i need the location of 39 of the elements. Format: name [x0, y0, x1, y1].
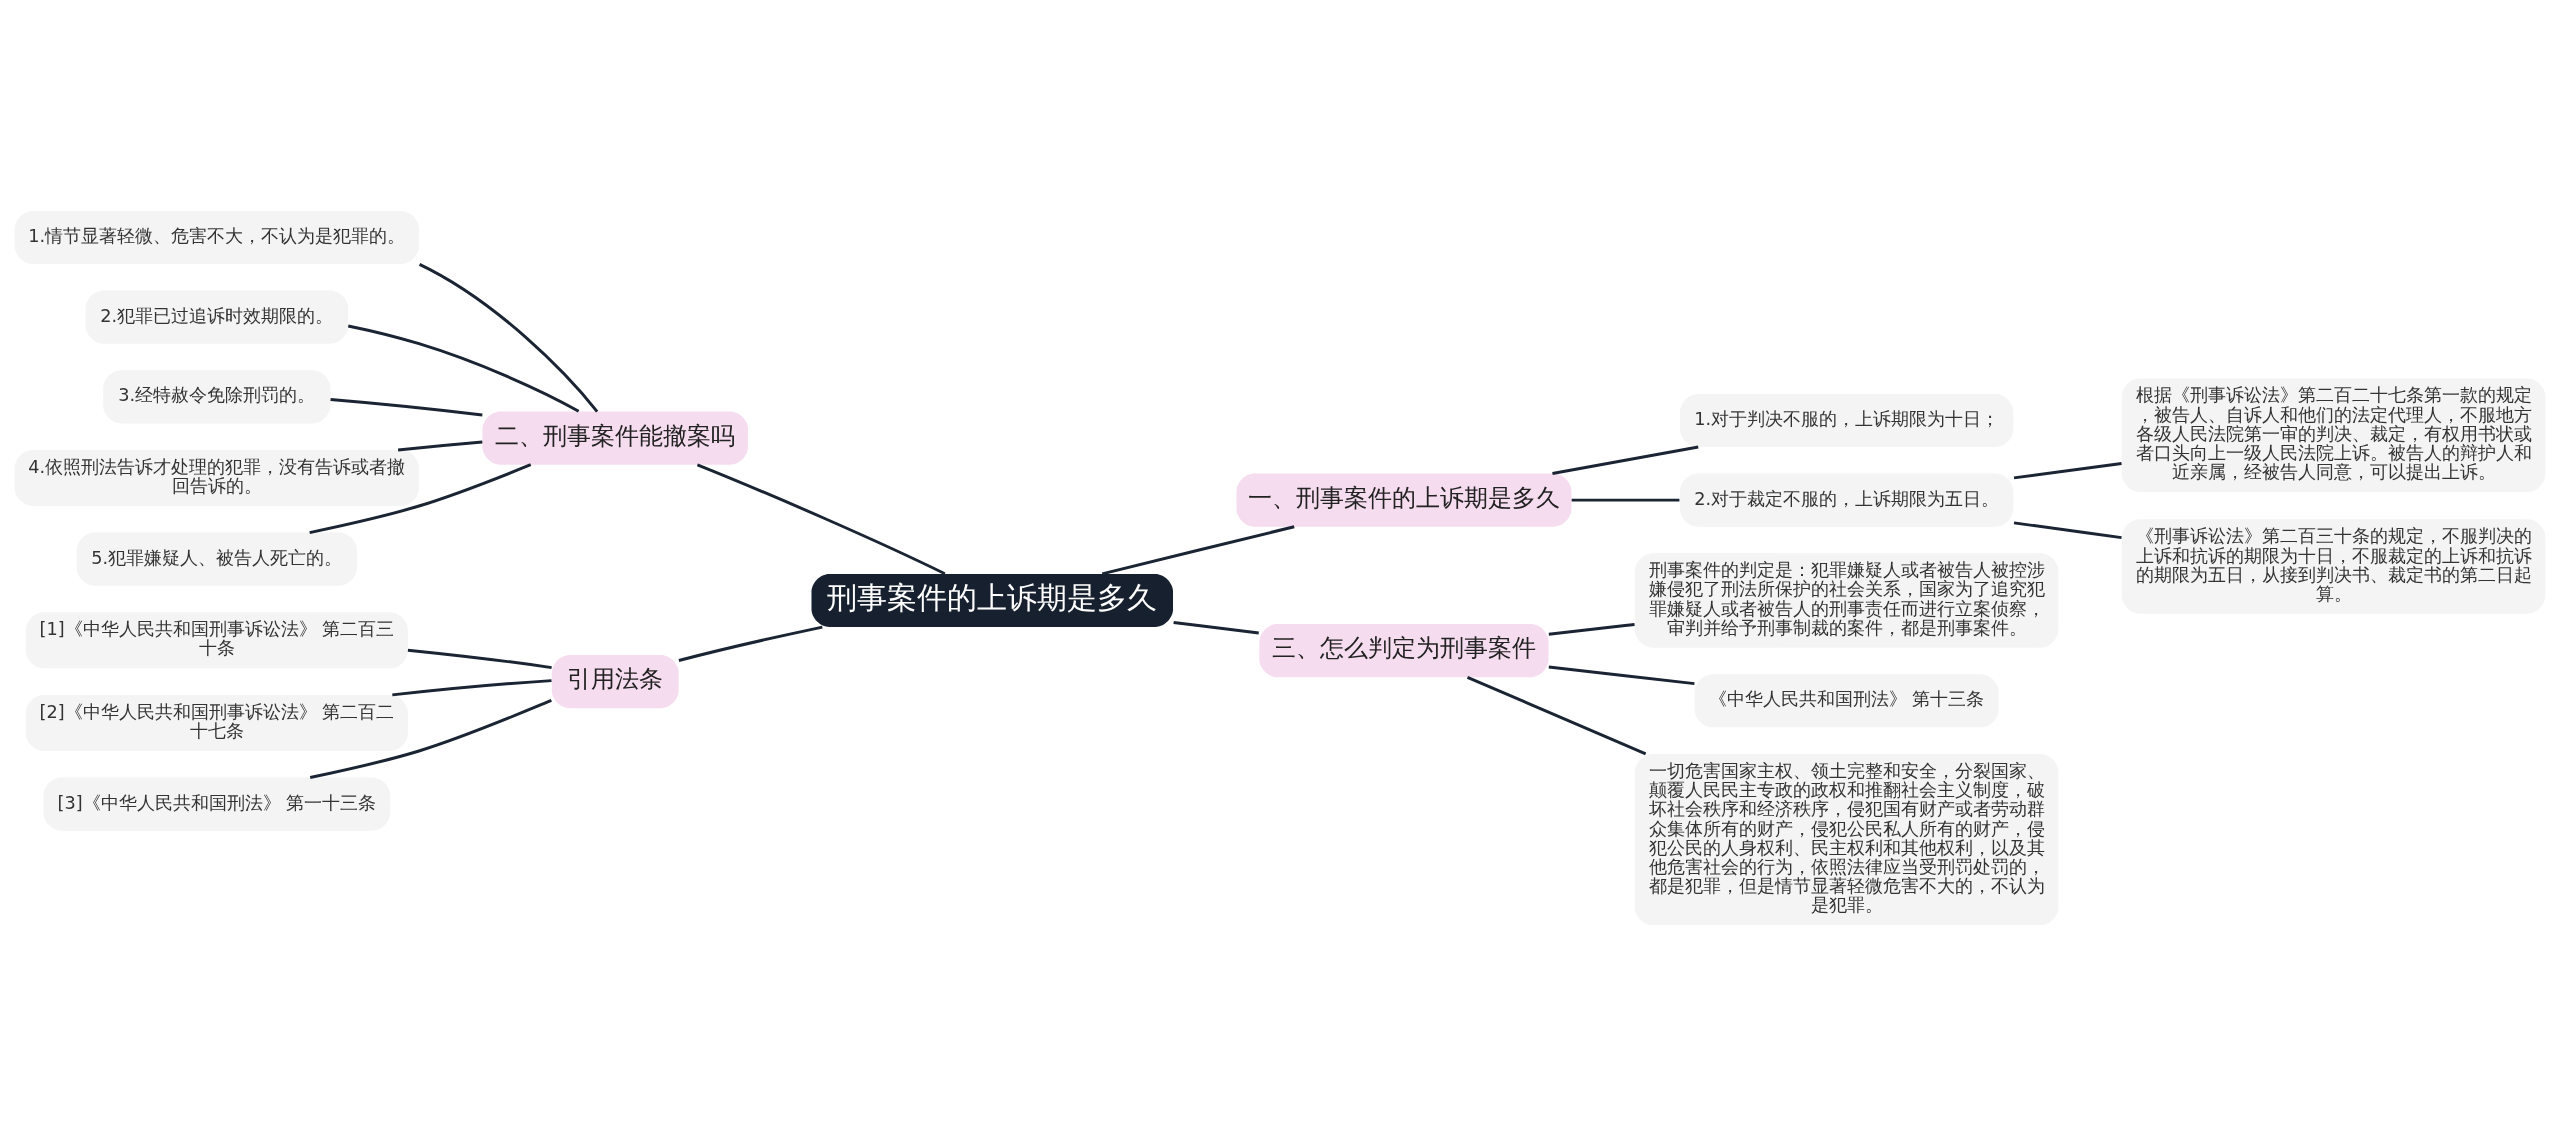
connector — [347, 324, 580, 413]
connector — [309, 699, 552, 779]
connector — [678, 625, 823, 662]
node-box: 刑事案件的判定是：犯罪嫌疑人或者被告人被控涉嫌侵犯了刑法所保护的社会关系，国家为了追究犯罪嫌疑人或者被告人的刑事责任而进行立案侦察，审判并给予刑事制裁的案件，都是刑事案件。 — [1634, 553, 2059, 648]
node-box: 2.对于裁定不服的，上诉期限为五日。 — [1679, 473, 2014, 527]
node-box: 一、刑事案件的上诉期是多久 — [1236, 473, 1572, 527]
connector — [397, 440, 483, 452]
node-box: 根据《刑事诉讼法》第二百二十七条第一款的规定，被告人、自诉人和他们的法定代理人，不服地方各级人民法院第一审的判决、裁定，有权用书状或者口头向上一级人民法院上诉。被告人的辩护人和近亲属，经被告人同意，可以提出上诉。 — [2121, 378, 2546, 492]
connector — [1173, 621, 1259, 635]
node-box: 3.经特赦令免除刑罚的。 — [103, 370, 331, 424]
node-box: 《中华人民共和国刑法》 第十三条 — [1694, 674, 1999, 728]
node-box: 1.对于判决不服的，上诉期限为十日； — [1679, 393, 2014, 447]
connector — [1548, 665, 1695, 686]
connector — [2013, 521, 2122, 540]
connector — [2013, 461, 2122, 480]
node-box: 引用法条 — [551, 655, 679, 709]
connector — [418, 263, 599, 413]
connector — [1548, 623, 1635, 636]
connector — [392, 679, 552, 697]
node-box: 《刑事诉讼法》第二百三十条的规定，不服判决的上诉和抗诉的期限为十日，不服裁定的上诉和抗诉的期限为五日，从接到判决书、裁定书的第二日起算。 — [2121, 519, 2546, 614]
node-box: [1]《中华人民共和国刑事诉讼法》 第二百三十条 — [25, 612, 408, 669]
node-box: 刑事案件的上诉期是多久 — [811, 573, 1173, 627]
connector — [696, 463, 946, 576]
node-box: 5.犯罪嫌疑人、被告人死亡的。 — [76, 532, 357, 586]
connector — [1101, 525, 1295, 576]
node-box: 三、怎么判定为刑事案件 — [1259, 624, 1549, 678]
node-box: [3]《中华人民共和国刑法》 第一十三条 — [43, 777, 391, 831]
connector — [309, 463, 532, 534]
node-box: 一切危害国家主权、领土完整和安全，分裂国家、颠覆人民民主专政的政权和推翻社会主义制度，破坏社会秩序和经济秩序，侵犯国有财产或者劳动群众集体所有的财产，侵犯公民私人所有的财产，侵犯公民的人身权利、民主权利和其他权利，以及其他危害社会的行为，依照法律应当受刑罚处罚的，都是犯罪，但是情节显著轻微危害不大的，不认为是犯罪。 — [1634, 753, 2059, 926]
node-box: 二、刑事案件能撤案吗 — [482, 411, 749, 465]
connector — [1552, 445, 1699, 475]
node-box: 2.犯罪已过追诉时效期限的。 — [85, 290, 349, 344]
node-box: 4.依照刑法告诉才处理的犯罪，没有告诉或者撤回告诉的。 — [14, 449, 419, 506]
connector — [330, 398, 483, 417]
node-box: [2]《中华人民共和国刑事诉讼法》 第二百二十七条 — [25, 694, 408, 751]
connector — [1466, 675, 1647, 756]
connector — [407, 648, 552, 670]
connector — [1571, 498, 1680, 502]
node-box: 1.情节显著轻微、危害不大，不认为是犯罪的。 — [14, 210, 419, 264]
